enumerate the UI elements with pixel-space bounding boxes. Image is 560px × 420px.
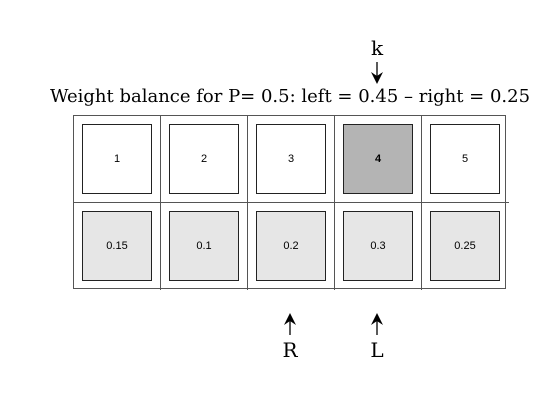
weight-cell-frame: 0.25 bbox=[422, 203, 509, 290]
weight-cell-frame: 0.2 bbox=[248, 203, 335, 290]
weight-cell: 0.25 bbox=[430, 211, 500, 281]
weight-cell: 0.2 bbox=[256, 211, 326, 281]
index-cell-frame: 4 bbox=[335, 116, 422, 203]
diagram-title: Weight balance for P= 0.5: left = 0.45 –… bbox=[49, 86, 531, 107]
index-cell-highlighted: 4 bbox=[343, 124, 413, 194]
pointer-l-arrow bbox=[371, 313, 383, 335]
pointer-l-label: L bbox=[370, 338, 384, 362]
index-cell: 3 bbox=[256, 124, 326, 194]
weight-cell-frame: 0.1 bbox=[161, 203, 248, 290]
pointer-r-arrow bbox=[284, 313, 296, 335]
weight-cell-frame: 0.3 bbox=[335, 203, 422, 290]
index-cell-frame: 3 bbox=[248, 116, 335, 203]
index-cell-frame: 1 bbox=[74, 116, 161, 203]
pointer-r-label: R bbox=[282, 338, 298, 362]
weight-cell-frame: 0.15 bbox=[74, 203, 161, 290]
index-cell-frame: 5 bbox=[422, 116, 509, 203]
pointer-k-arrow bbox=[371, 62, 383, 84]
index-cell: 2 bbox=[169, 124, 239, 194]
index-cell-frame: 2 bbox=[161, 116, 248, 203]
index-cell: 5 bbox=[430, 124, 500, 194]
pointer-k-label: k bbox=[370, 36, 384, 60]
weight-cell: 0.15 bbox=[82, 211, 152, 281]
weight-cell: 0.3 bbox=[343, 211, 413, 281]
index-cell: 1 bbox=[82, 124, 152, 194]
weight-cell: 0.1 bbox=[169, 211, 239, 281]
